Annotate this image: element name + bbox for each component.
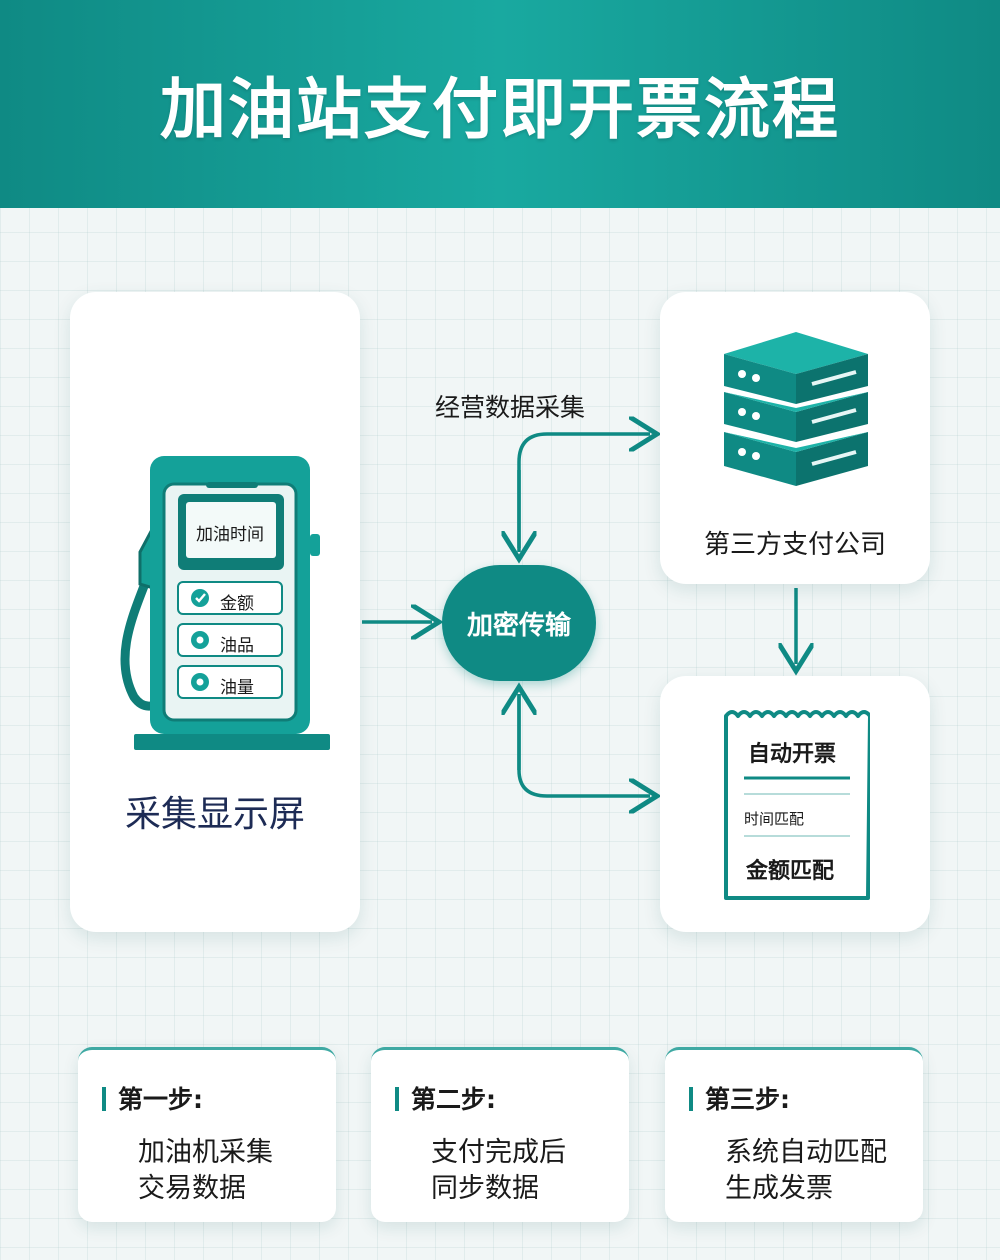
step-title: 第一步:: [118, 1085, 203, 1114]
step-text-line2: 同步数据: [431, 1173, 539, 1204]
pump-label: 采集显示屏: [124, 794, 305, 835]
step-title: 第三步:: [705, 1085, 790, 1114]
header-banner: 加油站支付即开票流程: [0, 0, 1000, 208]
arrow-hub-to-invoice: [517, 694, 650, 796]
step-text-line2: 交易数据: [138, 1173, 246, 1204]
step-title: 第二步:: [411, 1085, 496, 1114]
step-accent-bar: [395, 1087, 399, 1111]
pump-item-amount: 金额: [220, 594, 254, 614]
step-text-line2: 生成发票: [725, 1173, 833, 1204]
step-text-line1: 系统自动匹配: [725, 1137, 887, 1168]
step-card-3: 第三步: 系统自动匹配 生成发票: [665, 1047, 923, 1222]
arrow-hub-to-payment: [517, 434, 650, 548]
payment-company-label: 第三方支付公司: [703, 530, 886, 560]
pump-item-volume: 油量: [220, 678, 254, 698]
receipt-icon: [724, 710, 870, 900]
page-title: 加油站支付即开票流程: [160, 71, 840, 148]
hub-label: 加密传输: [466, 610, 571, 641]
step-accent-bar: [102, 1087, 106, 1111]
pump-screen-text: 加油时间: [196, 525, 264, 545]
invoice-amount-match: 金额匹配: [746, 859, 835, 884]
pump-item-fuel-type: 油品: [220, 636, 254, 656]
step-accent-bar: [689, 1087, 693, 1111]
step-card-1: 第一步: 加油机采集 交易数据: [78, 1047, 336, 1222]
server-icon: [724, 332, 868, 486]
collect-data-label: 经营数据采集: [434, 393, 585, 422]
invoice-title: 自动开票: [748, 742, 837, 767]
step-text-line1: 加油机采集: [138, 1137, 273, 1168]
flow-arrows: [362, 0, 1000, 1000]
step-card-2: 第二步: 支付完成后 同步数据: [371, 1047, 629, 1222]
fuel-pump-card: 加油时间 金额 油品 油量 采集显示屏: [70, 292, 360, 932]
invoice-card: 自动开票 时间匹配 金额匹配: [660, 676, 930, 932]
invoice-time-match: 时间匹配: [744, 810, 805, 828]
encryption-hub: 加密传输: [442, 565, 596, 681]
fuel-pump-icon: [120, 456, 330, 750]
payment-company-card: [660, 292, 930, 584]
step-text-line1: 支付完成后: [431, 1137, 566, 1168]
